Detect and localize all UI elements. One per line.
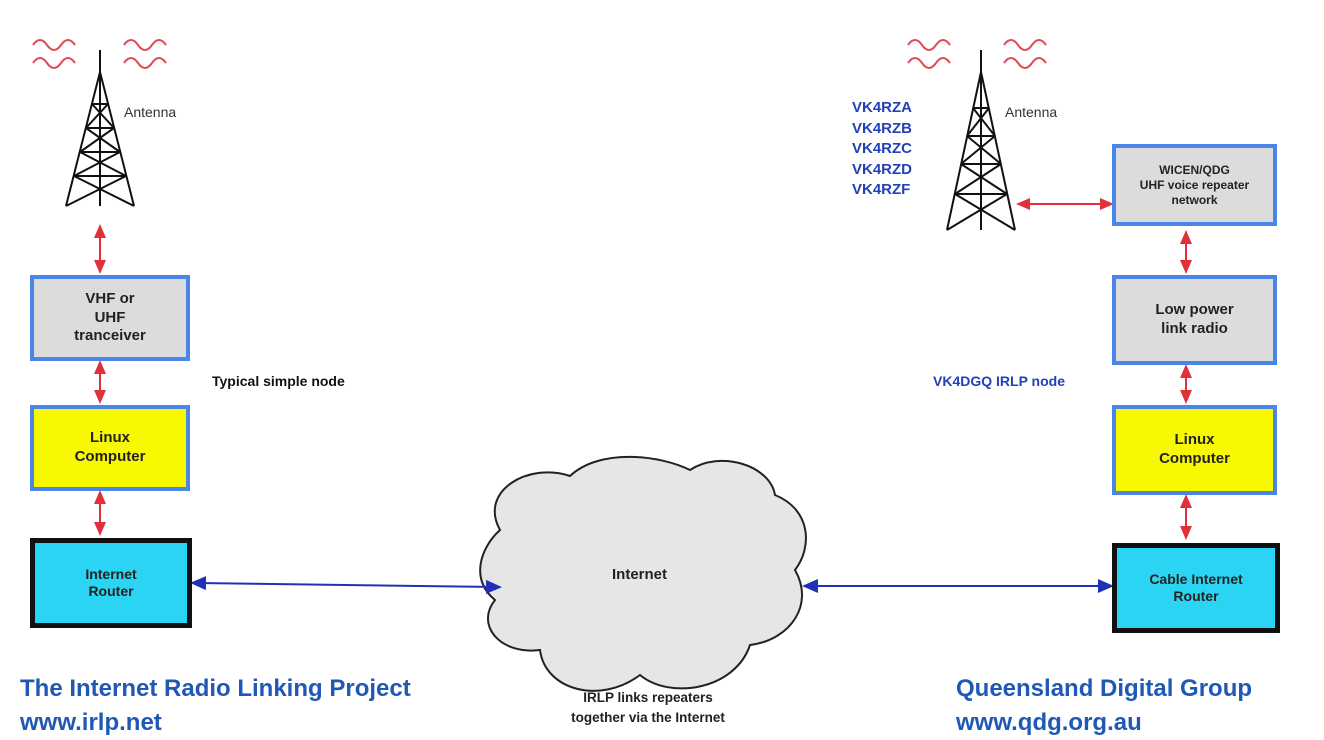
callsign-item: VK4RZC (852, 140, 913, 157)
right-repeater-network-box: WICEN/QDG UHF voice repeater network (1112, 144, 1277, 226)
left-router-internet-link-arrow (190, 576, 502, 594)
callsign-item: VK4RZF (852, 181, 911, 198)
right-antenna-label: Antenna (1005, 104, 1058, 120)
left-footer-title: The Internet Radio Linking Project (20, 675, 411, 702)
left-radio-transceiver-box: VHF or UHF tranceiver (30, 275, 190, 361)
callsign-item: VK4RZB (852, 119, 913, 137)
right-footer: Queensland Digital Group www.qdg.org.au (956, 672, 1252, 740)
left-linux-computer-box: Linux Computer (30, 405, 190, 491)
right-cable-router-box: Cable Internet Router (1112, 543, 1280, 633)
callsign-item: VK4RZA (852, 99, 913, 116)
left-antenna-tower-icon (65, 50, 135, 207)
right-radio-waves-icon (907, 39, 1047, 69)
right-footer-url: www.qdg.org.au (956, 709, 1142, 736)
left-radio-transceiver-label: VHF or UHF tranceiver (74, 289, 146, 345)
internet-link-arrows (190, 576, 1114, 594)
left-footer-url: www.irlp.net (20, 709, 162, 736)
internet-cloud-shape (479, 455, 807, 692)
center-caption: IRLP links repeaters together via the In… (571, 690, 725, 725)
callsign-item: VK4RZD (852, 160, 913, 178)
right-cable-router-label: Cable Internet Router (1149, 570, 1243, 605)
internet-cloud-label: Internet (612, 566, 668, 583)
right-node-note: VK4DGQ IRLP node (933, 373, 1065, 389)
left-footer: The Internet Radio Linking Project www.i… (20, 672, 411, 740)
right-linux-computer-box: Linux Computer (1112, 405, 1277, 495)
right-link-radio-label: Low power link radio (1155, 301, 1234, 337)
left-linux-computer-label: Linux Computer (74, 429, 146, 465)
right-linux-computer-label: Linux Computer (1159, 431, 1230, 467)
right-link-radio-box: Low power link radio (1112, 275, 1277, 365)
left-internet-router-box: Internet Router (30, 538, 192, 628)
right-repeater-network-label: WICEN/QDG UHF voice repeater network (1139, 162, 1250, 207)
right-antenna-tower-icon (946, 50, 1016, 231)
callsign-list: VK4RZA VK4RZB VK4RZC VK4RZD VK4RZF (852, 98, 912, 201)
right-link-arrows (1016, 198, 1192, 540)
right-footer-title: Queensland Digital Group (956, 675, 1253, 702)
left-node-note: Typical simple node (212, 373, 345, 389)
left-internet-router-label: Internet Router (85, 565, 137, 600)
left-antenna-label: Antenna (124, 104, 177, 120)
left-radio-waves-icon (32, 39, 167, 69)
